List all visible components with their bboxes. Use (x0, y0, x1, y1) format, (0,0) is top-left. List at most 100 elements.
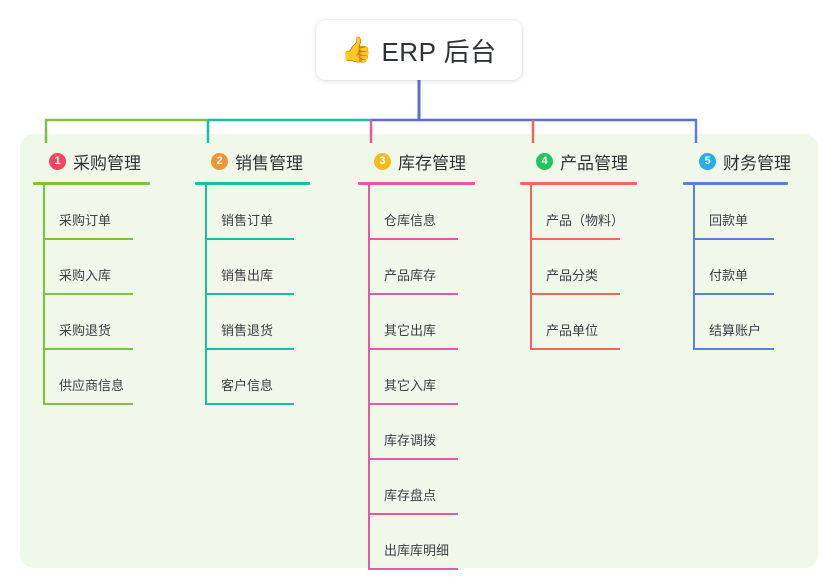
child-label: 结算账户 (709, 323, 762, 338)
root-node[interactable]: 👍 ERP 后台 (316, 20, 522, 80)
child-label: 付款单 (709, 268, 749, 283)
branch-title: 财务管理 (723, 153, 791, 173)
branch-children: 产品（物料） 产品分类产品单位 (520, 185, 670, 350)
branch-spine (368, 185, 370, 570)
child-underline (368, 293, 458, 295)
child-underline (693, 293, 774, 295)
branch-number-badge: 5 (699, 152, 716, 170)
branch-children: 回款单付款单结算账户 (683, 185, 818, 350)
child-node[interactable]: 回款单 (683, 185, 818, 240)
child-label: 其它出库 (384, 323, 437, 338)
child-label: 产品单位 (546, 323, 599, 338)
child-underline (368, 458, 458, 460)
child-node[interactable]: 其它出库 (358, 295, 508, 350)
branch-spine (43, 185, 45, 405)
child-underline (205, 293, 294, 295)
child-node[interactable]: 产品分类 (520, 240, 670, 295)
branch-number-badge: 1 (49, 152, 66, 170)
child-label: 库存盘点 (384, 488, 437, 503)
child-underline (205, 238, 294, 240)
child-underline (368, 513, 458, 515)
child-underline (530, 238, 620, 240)
branch-underline (358, 182, 475, 185)
branch-underline (33, 182, 150, 185)
branch-5: 5 财务管理回款单付款单结算账户 (683, 146, 818, 350)
child-node[interactable]: 供应商信息 (33, 350, 183, 405)
child-underline (43, 238, 133, 240)
child-underline (693, 238, 774, 240)
child-node[interactable]: 付款单 (683, 240, 818, 295)
child-label: 其它入库 (384, 378, 437, 393)
child-underline (43, 403, 133, 405)
branch-number-badge: 4 (536, 152, 553, 170)
branch-2: 2 销售管理销售订单销售出库销售退货客户信息 (195, 146, 343, 405)
child-node[interactable]: 库存调拨 (358, 405, 508, 460)
child-underline (43, 293, 133, 295)
child-node[interactable]: 出库库明细 (358, 515, 508, 570)
child-underline (368, 403, 458, 405)
child-underline (368, 568, 458, 570)
child-label: 销售订单 (221, 213, 274, 228)
child-underline (693, 348, 774, 350)
child-label: 产品（物料） (546, 213, 625, 228)
root-title: ERP 后台 (381, 36, 497, 67)
branch-children: 采购订单采购入库采购退货供应商信息 (33, 185, 183, 405)
branch-spine (205, 185, 207, 405)
child-label: 客户信息 (221, 378, 274, 393)
branch-title: 产品管理 (560, 153, 628, 173)
child-node[interactable]: 销售出库 (195, 240, 343, 295)
branch-children: 销售订单销售出库销售退货客户信息 (195, 185, 343, 405)
child-label: 仓库信息 (384, 213, 437, 228)
child-underline (205, 403, 294, 405)
child-node[interactable]: 销售订单 (195, 185, 343, 240)
child-node[interactable]: 库存盘点 (358, 460, 508, 515)
branch-number-badge: 2 (211, 152, 228, 170)
branch-spine (693, 185, 695, 350)
branch-header-5[interactable]: 5 财务管理 (683, 146, 818, 176)
child-node[interactable]: 客户信息 (195, 350, 343, 405)
child-node[interactable]: 仓库信息 (358, 185, 508, 240)
branch-underline (683, 182, 789, 185)
child-label: 供应商信息 (59, 378, 125, 393)
branch-header-3[interactable]: 3 库存管理 (358, 146, 508, 176)
branch-spine (530, 185, 532, 350)
child-label: 采购入库 (59, 268, 112, 283)
branch-header-2[interactable]: 2 销售管理 (195, 146, 343, 176)
child-label: 采购订单 (59, 213, 112, 228)
child-node[interactable]: 其它入库 (358, 350, 508, 405)
child-underline (205, 348, 294, 350)
child-node[interactable]: 采购订单 (33, 185, 183, 240)
branch-number-badge: 3 (374, 152, 391, 170)
child-underline (368, 348, 458, 350)
thumbs-up-icon: 👍 (341, 35, 373, 64)
branch-header-4[interactable]: 4 产品管理 (520, 146, 670, 176)
child-label: 出库库明细 (384, 543, 450, 558)
child-label: 销售退货 (221, 323, 274, 338)
child-label: 产品库存 (384, 268, 437, 283)
branch-3: 3 库存管理仓库信息产品库存其它出库其它入库库存调拨库存盘点出库库明细 (358, 146, 508, 570)
child-underline (368, 238, 458, 240)
child-underline (43, 348, 133, 350)
child-node[interactable]: 采购退货 (33, 295, 183, 350)
diagram-panel (20, 134, 818, 568)
child-node[interactable]: 产品（物料） (520, 185, 670, 240)
child-node[interactable]: 产品库存 (358, 240, 508, 295)
child-label: 产品分类 (546, 268, 599, 283)
branch-underline (195, 182, 311, 185)
child-node[interactable]: 结算账户 (683, 295, 818, 350)
child-label: 销售出库 (221, 268, 274, 283)
branch-title: 销售管理 (235, 153, 303, 173)
child-node[interactable]: 产品单位 (520, 295, 670, 350)
child-node[interactable]: 销售退货 (195, 295, 343, 350)
child-node[interactable]: 采购入库 (33, 240, 183, 295)
child-label: 回款单 (709, 213, 749, 228)
branch-4: 4 产品管理产品（物料） 产品分类产品单位 (520, 146, 670, 350)
branch-title: 库存管理 (398, 153, 466, 173)
branch-children: 仓库信息产品库存其它出库其它入库库存调拨库存盘点出库库明细 (358, 185, 508, 570)
child-label: 采购退货 (59, 323, 112, 338)
child-underline (530, 348, 620, 350)
branch-underline (520, 182, 637, 185)
